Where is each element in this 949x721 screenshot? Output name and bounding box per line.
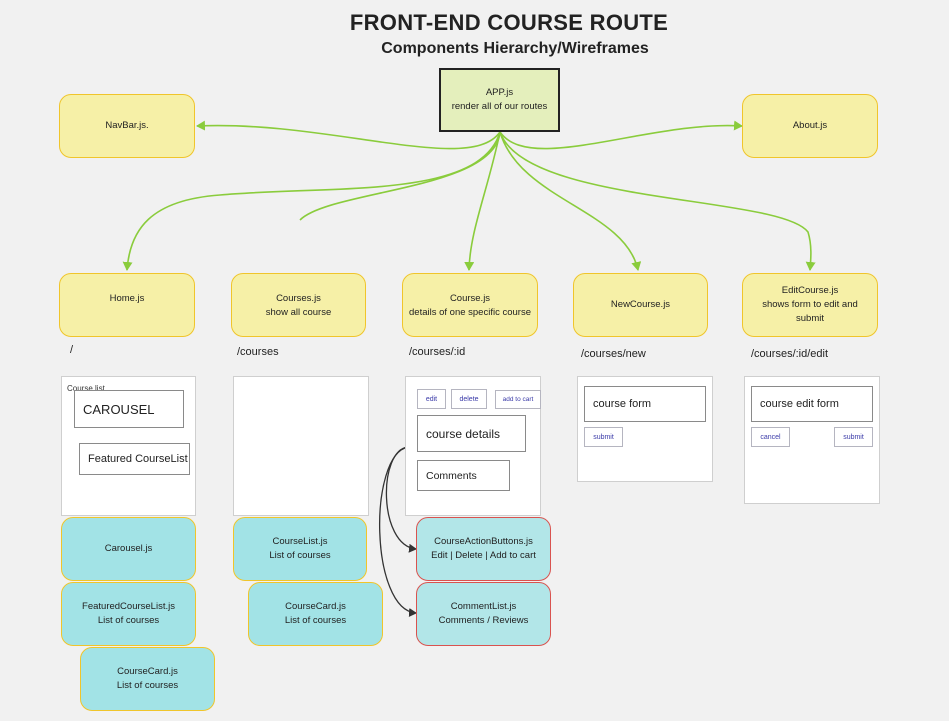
home-node-name: Home.js: [109, 293, 145, 304]
app-node[interactable]: APP.js render all of our routes: [439, 68, 560, 132]
about-node[interactable]: About.js: [742, 94, 878, 158]
route-path-courses: /courses: [237, 346, 279, 358]
route-path-home: /: [70, 344, 74, 356]
carousel-component[interactable]: Carousel.js: [61, 517, 196, 581]
editcourse-submit-button[interactable]: submit: [834, 427, 873, 447]
course-node-name: Course.js: [449, 293, 491, 304]
course-node[interactable]: Course.js details of one specific course: [402, 273, 538, 337]
commentlist-component[interactable]: CommentList.js Comments / Reviews: [416, 582, 551, 646]
home-coursecard-component-desc: List of courses: [116, 680, 179, 691]
courses-coursecard-component-name: CourseCard.js: [285, 601, 346, 613]
courselist-component[interactable]: CourseList.js List of courses: [233, 517, 367, 581]
course-edit-form-placeholder: course edit form: [751, 386, 873, 422]
delete-button[interactable]: delete: [451, 389, 487, 409]
newcourse-node[interactable]: NewCourse.js: [573, 273, 708, 337]
route-path-newcourse: /courses/new: [581, 348, 646, 360]
newcourse-node-name: NewCourse.js: [610, 299, 671, 311]
arrow-app-course: [464, 131, 501, 271]
home-coursecard-component-name: CourseCard.js: [117, 666, 178, 678]
app-node-name: APP.js: [485, 87, 514, 99]
home-node[interactable]: Home.js: [59, 273, 195, 337]
arrow-app-editcourse: [499, 131, 816, 271]
course-node-desc: details of one specific course: [409, 306, 531, 318]
editcourse-node-name: EditCourse.js: [781, 285, 839, 297]
courses-node[interactable]: Courses.js show all course: [231, 273, 366, 337]
courselist-component-name: CourseList.js: [272, 536, 328, 548]
courses-node-name: Courses.js: [276, 293, 321, 304]
navbar-node-name: NavBar.js.: [105, 120, 149, 132]
arrow-app-newcourse: [499, 131, 642, 271]
course-form-placeholder: course form: [584, 386, 706, 422]
featured-courselist-component[interactable]: FeaturedCourseList.js List of courses: [61, 582, 196, 646]
carousel-component-name: Carousel.js: [104, 543, 153, 555]
commentlist-component-desc: Comments / Reviews: [438, 615, 529, 626]
courses-wireframe: [233, 376, 369, 516]
navbar-node[interactable]: NavBar.js.: [59, 94, 195, 158]
route-path-editcourse: /courses/:id/edit: [751, 348, 829, 360]
arrow-app-navbar: [196, 120, 501, 150]
courses-coursecard-component-desc: List of courses: [284, 615, 347, 626]
courseactionbuttons-component-desc: Edit | Delete | Add to cart: [431, 550, 536, 561]
courselist-component-desc: List of courses: [269, 550, 331, 561]
home-coursecard-component[interactable]: CourseCard.js List of courses: [80, 647, 215, 711]
home-wireframe-partial-label: Course list: [67, 384, 105, 393]
add-to-cart-button[interactable]: add to cart: [495, 390, 541, 409]
carousel-placeholder: CAROUSEL: [74, 390, 184, 428]
newcourse-submit-button[interactable]: submit: [584, 427, 623, 447]
commentlist-component-name: CommentList.js: [450, 601, 517, 613]
comments-placeholder: Comments: [417, 460, 510, 491]
cancel-button[interactable]: cancel: [751, 427, 790, 447]
edit-button[interactable]: edit: [417, 389, 446, 409]
diagram-subtitle: Components Hierarchy/Wireframes: [381, 40, 649, 57]
courses-node-desc: show all course: [265, 306, 332, 318]
courseactionbuttons-component-name: CourseActionButtons.js: [434, 536, 533, 548]
diagram-title: FRONT-END COURSE ROUTE: [349, 10, 669, 35]
arrow-app-courses: [299, 131, 501, 221]
featured-courselist-component-name: FeaturedCourseList.js: [82, 601, 175, 613]
about-node-name: About.js: [792, 120, 828, 132]
featured-courselist-placeholder: Featured CourseList: [79, 443, 190, 475]
editcourse-node-desc: shows form to edit and submit: [762, 299, 858, 324]
route-path-course: /courses/:id: [409, 346, 466, 358]
featured-courselist-component-desc: List of courses: [97, 615, 160, 626]
editcourse-node[interactable]: EditCourse.js shows form to edit and sub…: [742, 273, 878, 337]
app-node-desc: render all of our routes: [451, 101, 548, 112]
courseactionbuttons-component[interactable]: CourseActionButtons.js Edit | Delete | A…: [416, 517, 551, 581]
course-details-placeholder: course details: [417, 415, 526, 452]
arrow-details-commentlist: [379, 446, 417, 618]
arrow-app-about: [499, 120, 743, 150]
courses-coursecard-component[interactable]: CourseCard.js List of courses: [248, 582, 383, 646]
